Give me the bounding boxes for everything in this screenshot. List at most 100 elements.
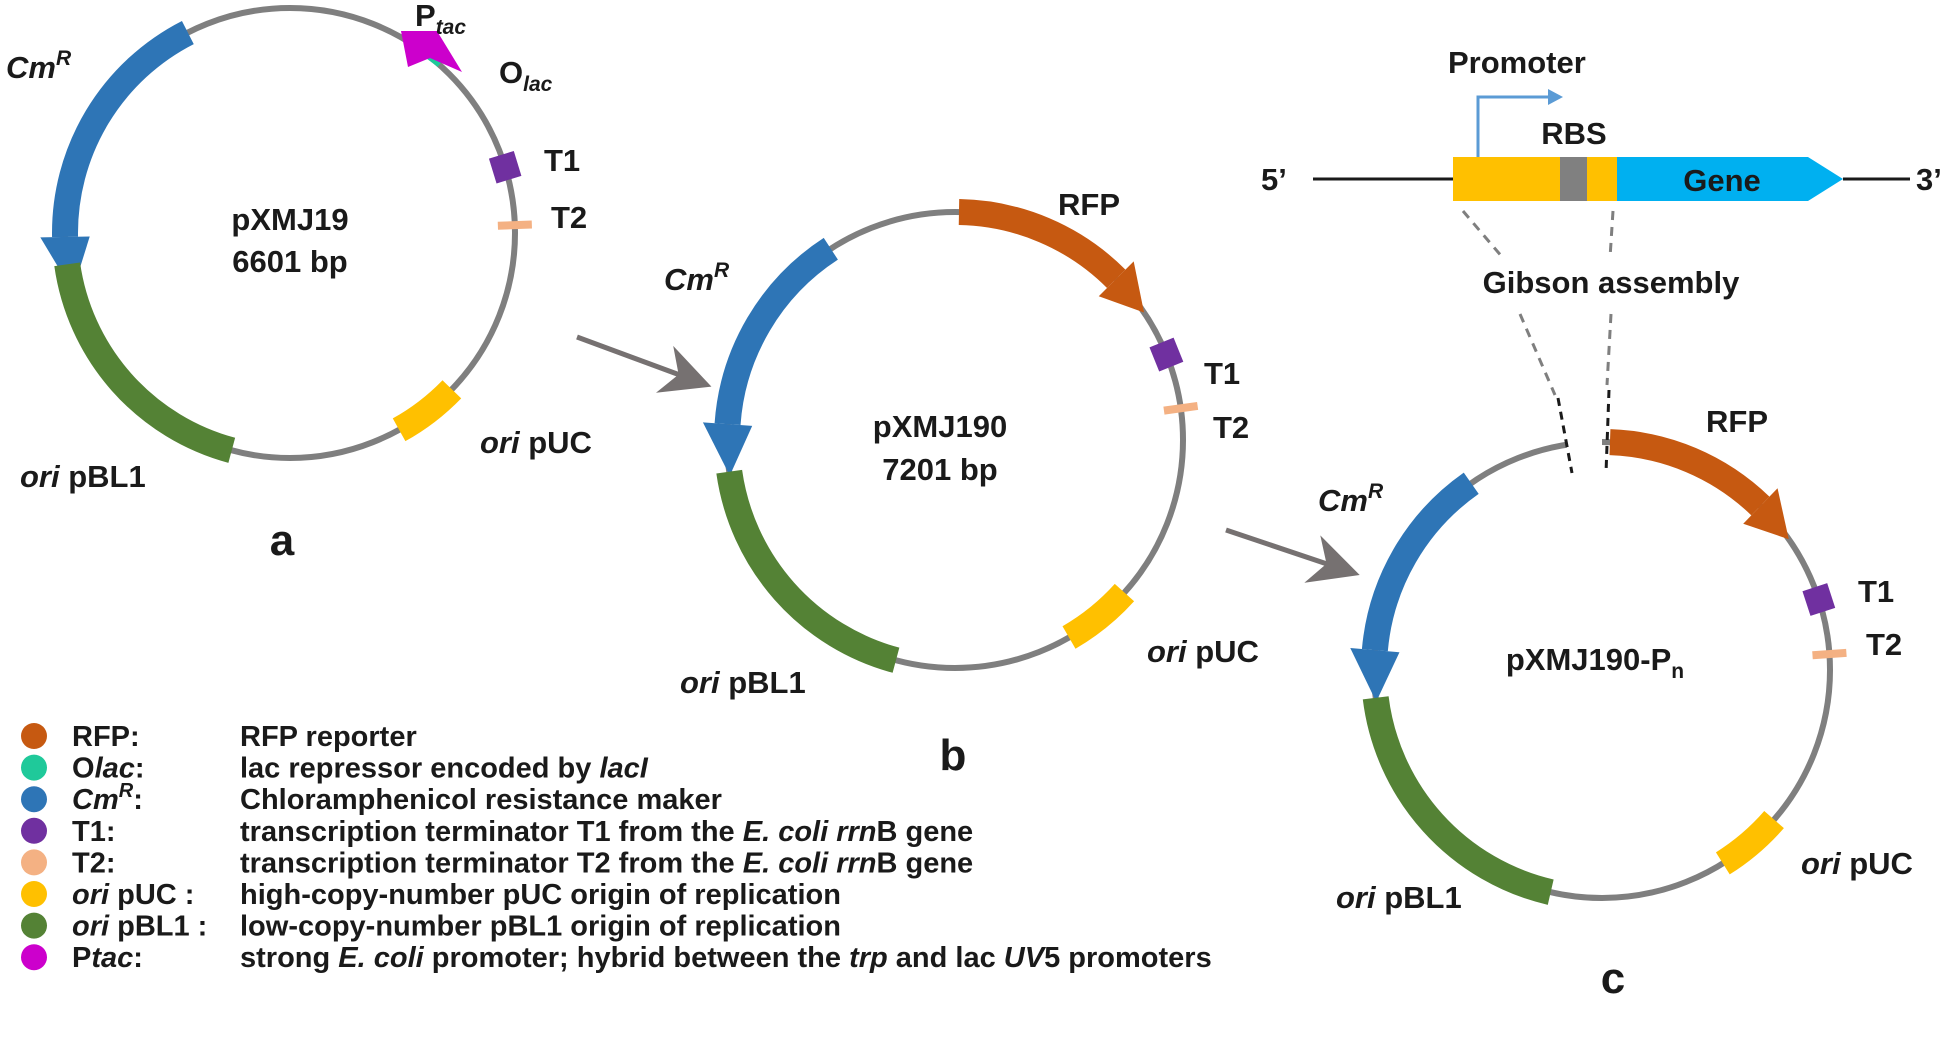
rfp-arrow-c [1609,429,1770,516]
label-t2-b: T2 [1213,410,1249,445]
guide-right-upper [1608,210,1615,259]
label-olac-a: Olac [499,55,553,96]
legend-swatch-ptac [21,944,47,971]
label-cmr-a: CmR [6,47,72,85]
promoter-block [1453,157,1617,201]
plasmid-name-a: pXMJ19 [231,202,348,237]
legend-swatch-t1 [21,817,47,844]
label-ori-puc-c: ori pUC [1801,846,1913,881]
legend-swatch-cmr [21,786,47,813]
plasmid-map-c: pXMJ190-Pn RFP CmR T1 T2 ori pUC ori pBL… [1318,404,1913,1003]
label-promoter: Promoter [1448,45,1586,80]
legend-desc-ori_puc: high-copy-number pUC origin of replicati… [240,879,841,911]
label-t2-c: T2 [1866,627,1902,662]
label-three-prime: 3’ [1916,162,1942,197]
cmr-arrow-c-head [1350,647,1400,702]
plasmid-size-a: 6601 bp [232,244,347,279]
label-cmr-c: CmR [1318,480,1384,518]
t2-bar-c [1812,648,1847,660]
cut-mark-right [1604,389,1611,474]
legend-desc-t1: transcription terminator T1 from the E. … [240,816,973,848]
legend-desc-t2: transcription terminator T2 from the E. … [240,847,973,879]
legend-term-rfp: RFP: [72,721,140,753]
panel-letter-c: c [1601,954,1625,1003]
t1-box-b [1149,337,1184,372]
legend-desc-rfp: RFP reporter [240,721,417,753]
plasmid-map-b: pXMJ190 7201 bp RFP CmR T1 T2 ori pUC or… [664,187,1259,780]
cmr-arrow-b-head [702,422,753,476]
plasmid-name-c: pXMJ190-Pn [1506,642,1684,683]
label-gibson-assembly: Gibson assembly [1483,265,1740,300]
label-t1-c: T1 [1858,574,1894,609]
cmr-arrow-b [714,237,839,426]
legend-term-olac: Olac: [72,753,145,785]
insert-construct: Promoter RBS Gene 5’ 3’ Gibson assembly [1261,45,1942,474]
promoter-arrow-icon [1476,95,1548,157]
ori-pbl1-segment-c [1362,696,1554,905]
label-ori-puc-a: ori pUC [480,425,592,460]
gene-block [1617,157,1843,201]
label-gene: Gene [1683,163,1761,198]
ori-puc-segment-c [1715,810,1784,875]
plasmid-name-b: pXMJ190 [873,409,1007,444]
legend-term-t2: T2: [72,847,116,879]
legend-swatch-olac [21,754,47,781]
label-t2-a: T2 [551,200,587,235]
legend-term-ori_pbl1: ori pBL1 : [72,911,207,943]
cut-mark-left [1556,397,1574,474]
ori-puc-segment-b [1062,583,1135,649]
label-rfp-c: RFP [1706,404,1768,439]
plasmid-size-b: 7201 bp [882,452,997,487]
plasmid-map-a: pXMJ19 6601 bp Ptac Olac T1 T2 CmR ori p… [6,0,592,565]
process-arrow-b-to-c [1225,527,1360,583]
label-ori-pbl1-b: ori pBL1 [680,665,806,700]
label-cmr-b: CmR [664,259,730,297]
label-ptac-a: Ptac [415,0,466,39]
t1-box-c [1802,583,1836,616]
label-t1-a: T1 [544,143,580,178]
legend-term-cmr: CmR: [72,780,143,816]
cmr-arrow-a [52,20,194,238]
t2-bar-a [497,220,532,230]
label-ori-pbl1-c: ori pBL1 [1336,880,1462,915]
features-a [40,20,532,463]
label-five-prime: 5’ [1261,162,1287,197]
promoter-arrow-head-icon [1548,89,1563,105]
legend-swatch-t2 [21,849,47,876]
rfp-arrow-b [958,199,1126,289]
legend-desc-ptac: strong E. coli promoter; hybrid between … [240,942,1212,974]
legend-term-ori_puc: ori pUC : [72,879,194,911]
rfp-arrow-b-head [1098,261,1145,313]
panel-letter-a: a [270,516,295,565]
cmr-arrow-a-head [40,236,90,292]
label-ori-pbl1-a: ori pBL1 [20,459,146,494]
insertion-gap [1565,436,1603,451]
label-ori-puc-b: ori pUC [1147,634,1259,669]
legend-desc-olac: lac repressor encoded by lacI [240,753,649,785]
legend-desc-ori_pbl1: low-copy-number pBL1 origin of replicati… [240,911,841,943]
legend-swatch-ori_puc [21,881,47,907]
rfp-arrow-c-head [1743,488,1789,540]
guide-left-lower [1518,313,1557,396]
ptac-arrow-a [401,31,462,72]
rbs-block [1560,157,1587,201]
label-rbs: RBS [1541,116,1606,151]
legend-swatch-rfp [21,723,47,749]
legend-desc-cmr: Chloramphenicol resistance maker [240,784,722,816]
legend-term-ptac: Ptac: [72,942,143,974]
guide-left-upper [1461,210,1505,259]
t1-box-a [488,150,522,184]
legend-swatch-ori_pbl1 [21,912,47,939]
t2-bar-b [1163,401,1199,415]
legend-term-t1: T1: [72,816,116,848]
ori-pbl1-segment-b [716,469,900,673]
process-arrow-a-to-b [576,334,712,393]
label-t1-b: T1 [1204,356,1240,391]
features-c [1350,429,1847,905]
guide-right-lower [1605,313,1613,386]
label-rfp-b: RFP [1058,187,1120,222]
panel-letter-b: b [940,731,967,780]
features-b [702,199,1199,673]
